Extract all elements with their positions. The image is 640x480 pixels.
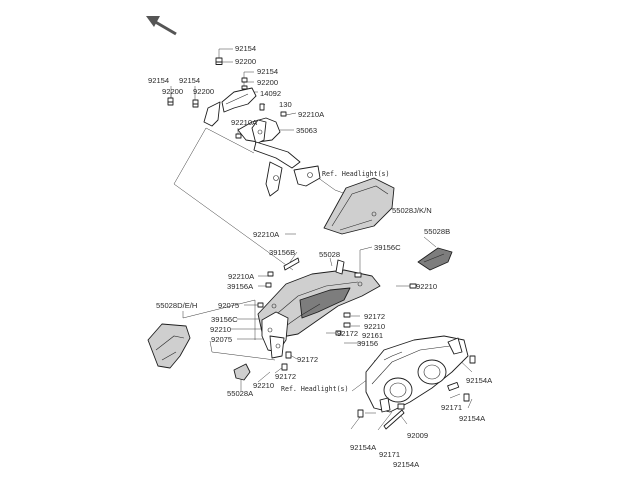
label-92154A-r2: 92154A (459, 414, 486, 423)
label-92154A-b: 92154A (350, 443, 377, 452)
label-92161: 92161 (362, 331, 383, 340)
label-92172-b1: 92172 (297, 355, 318, 364)
label-55028B: 55028B (424, 227, 450, 236)
label-ref-headlight-1: Ref. Headlight(s) (322, 170, 390, 178)
upper-cowl (257, 257, 381, 339)
side-cover-right (417, 247, 453, 271)
label-39156C-l: 39156C (211, 315, 238, 324)
label-92154A-r: 92154A (466, 376, 493, 385)
label-92172-c: 92172 (337, 329, 358, 338)
label-92075-2: 92075 (211, 335, 232, 344)
label-92172-r: 92172 (364, 312, 385, 321)
label-92200-mid: 92200 (257, 78, 278, 87)
label-ref-headlight-2: Ref. Headlight(s) (281, 385, 349, 393)
label-92009: 92009 (407, 431, 428, 440)
inner-bracket-assembly (233, 283, 417, 381)
callout-labels: 92154 92200 92154 92200 14092 92154 9220… (148, 44, 493, 469)
label-92210A-c: 92210A (253, 230, 280, 239)
label-55028A: 55028A (227, 389, 254, 398)
label-92154-l1: 92154 (148, 76, 169, 85)
label-92171-r: 92171 (441, 403, 462, 412)
label-92154-top: 92154 (235, 44, 256, 53)
label-55028DEH: 55028D/E/H (156, 301, 197, 310)
label-92200-top: 92200 (235, 57, 256, 66)
label-92075-1: 92075 (218, 301, 239, 310)
side-cover-left (147, 323, 191, 369)
label-92210-c: 92210 (364, 322, 385, 331)
label-92210-l: 92210 (210, 325, 231, 334)
label-92200-l2: 92200 (193, 87, 214, 96)
label-39156: 39156 (357, 339, 378, 348)
label-14092: 14092 (260, 89, 281, 98)
label-39156B: 39156B (269, 248, 295, 257)
label-39156C-r: 39156C (374, 243, 401, 252)
label-35063: 35063 (296, 126, 317, 135)
label-92154-mid: 92154 (257, 67, 278, 76)
label-92210A-b: 92210A (228, 272, 255, 281)
label-39156A: 39156A (227, 282, 254, 291)
label-92154A-b2: 92154A (393, 460, 420, 469)
label-92171-b: 92171 (379, 450, 400, 459)
label-92210-b: 92210 (253, 381, 274, 390)
headlight-assembly (357, 335, 476, 430)
label-92154-l2: 92154 (179, 76, 200, 85)
front-direction-arrow-icon (146, 16, 177, 36)
upper-stay-assembly (167, 57, 321, 197)
label-55028: 55028 (319, 250, 340, 259)
windshield-cover (323, 177, 395, 235)
label-55028JKN: 55028J/K/N (392, 206, 432, 215)
label-92210-r: 92210 (416, 282, 437, 291)
label-92200-l1: 92200 (162, 87, 183, 96)
label-92210A-r: 92210A (298, 110, 325, 119)
label-92172-b2: 92172 (275, 372, 296, 381)
label-92210A-l: 92210A (231, 118, 258, 127)
label-130: 130 (279, 100, 292, 109)
